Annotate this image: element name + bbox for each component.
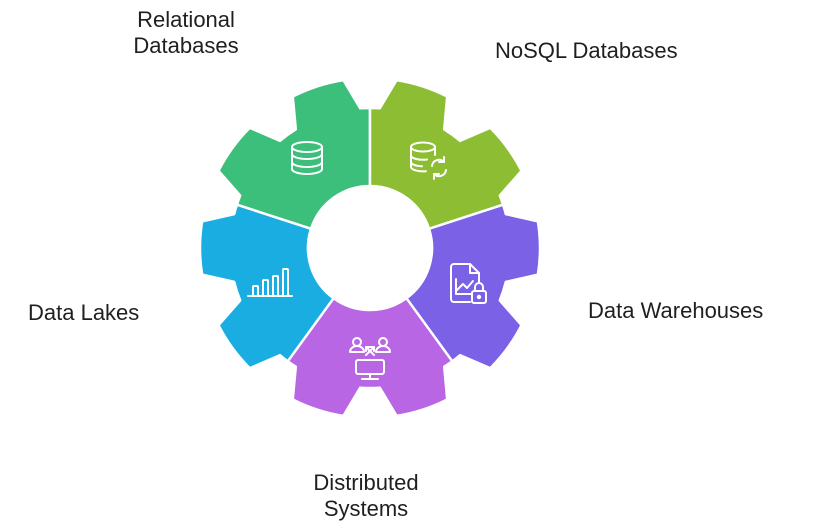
label-line: Relational (137, 7, 235, 32)
segment-data-warehouses (405, 203, 542, 370)
segment-nosql-databases (368, 78, 523, 231)
label-line: Data Lakes (28, 300, 140, 325)
secure-report-icon (450, 263, 487, 304)
label-line: Distributed (313, 470, 419, 495)
label-data-lakes: Data Lakes (28, 300, 139, 326)
label-line: Systems (323, 496, 409, 521)
networked-users-icon (349, 337, 391, 380)
database-icon (291, 141, 323, 175)
label-distributed-systems: Distributed Systems (300, 470, 432, 522)
label-line: NoSQL Databases (495, 38, 678, 63)
label-line: Data Warehouses (588, 298, 764, 323)
gear-segments (198, 78, 542, 418)
segment-data-lakes (198, 203, 335, 370)
segment-relational-databases (217, 78, 372, 231)
label-nosql-databases: NoSQL Databases (495, 38, 678, 64)
label-relational-databases: Relational Databases (120, 7, 252, 59)
label-line: Databases (133, 33, 239, 58)
bar-chart-icon (247, 268, 293, 297)
database-sync-icon (410, 141, 447, 180)
segment-distributed-systems (286, 296, 454, 418)
label-data-warehouses: Data Warehouses (588, 298, 763, 324)
segment-icons (247, 141, 487, 380)
